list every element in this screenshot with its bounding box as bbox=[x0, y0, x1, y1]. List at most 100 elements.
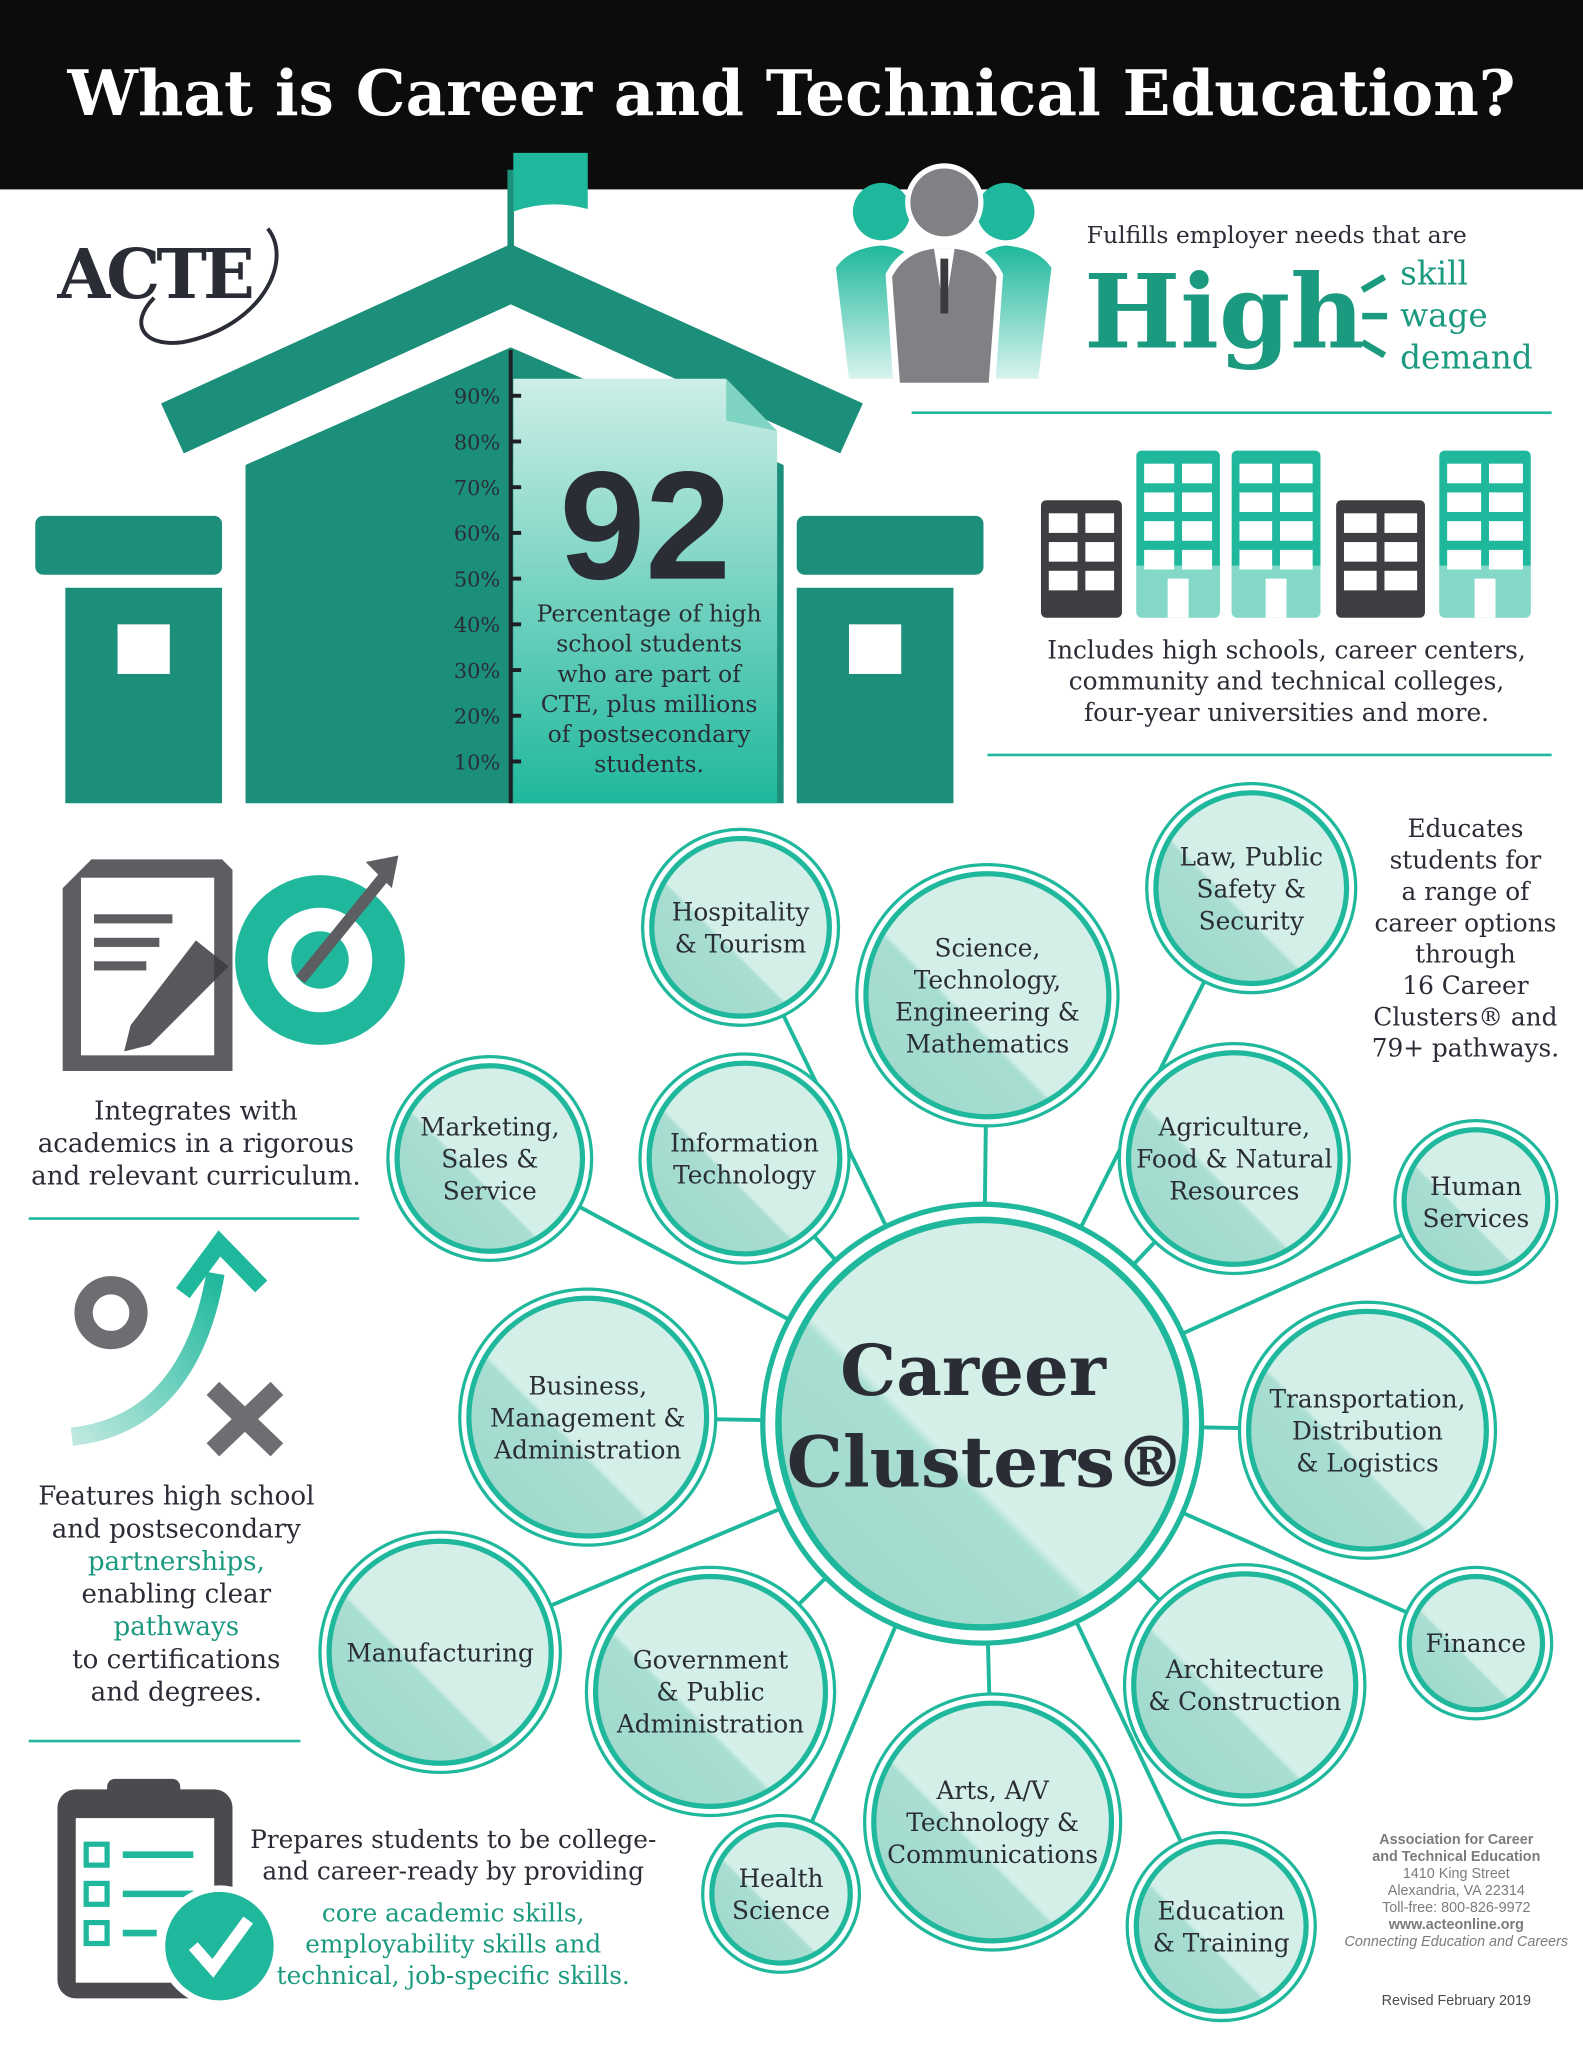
educates-line: 16 Career bbox=[1402, 971, 1528, 1000]
building-icon bbox=[1231, 450, 1321, 618]
employer-intro: Fulfills employer needs that are bbox=[1087, 221, 1467, 249]
quality-skill: skill bbox=[1400, 255, 1468, 293]
hub-title-line1: Career bbox=[840, 1329, 1107, 1412]
cluster-label: Government bbox=[633, 1646, 788, 1675]
partnerships-line: partnerships, bbox=[88, 1547, 265, 1577]
cluster-finance: Finance bbox=[1398, 1565, 1554, 1721]
cluster-label: Sales & bbox=[441, 1145, 538, 1174]
building-icon bbox=[1336, 500, 1425, 618]
header: What is Career and Technical Education? bbox=[0, 0, 1583, 190]
ruler-label: 70% bbox=[454, 476, 500, 500]
partnerships-line: Features high school bbox=[38, 1482, 314, 1512]
revised-date: Revised February 2019 bbox=[1382, 1993, 1531, 2009]
stat-caption-line: of postsecondary bbox=[548, 720, 752, 748]
cluster-label: Marketing, bbox=[420, 1113, 559, 1142]
partnerships-line: to certifications bbox=[72, 1645, 280, 1675]
cluster-label: Hospitality bbox=[672, 897, 810, 926]
org-name: and Technical Education bbox=[1372, 1849, 1540, 1865]
cluster-label: Food & Natural bbox=[1136, 1145, 1332, 1174]
quality-demand: demand bbox=[1400, 338, 1533, 376]
ruler-label: 40% bbox=[454, 613, 500, 637]
institutions-text: Includes high schools, career centers, co… bbox=[1047, 635, 1525, 727]
cluster-label: Service bbox=[443, 1177, 537, 1206]
partnerships-line: enabling clear bbox=[82, 1580, 272, 1610]
cluster-label: & Training bbox=[1153, 1929, 1290, 1958]
address-line: Toll-free: 800-826-9972 bbox=[1382, 1900, 1530, 1916]
educates-line: a range of bbox=[1402, 877, 1532, 906]
ruler-label: 80% bbox=[454, 430, 500, 454]
ruler-label: 10% bbox=[454, 750, 500, 774]
educates-line: Clusters® and bbox=[1373, 1002, 1557, 1031]
cluster-hospitality-tourism: Hospitality & Tourism bbox=[640, 827, 841, 1027]
cluster-label: & Construction bbox=[1148, 1687, 1341, 1716]
college-ready-line: Prepares students to be college- bbox=[250, 1825, 656, 1854]
cluster-label: Finance bbox=[1426, 1629, 1526, 1658]
tagline: Connecting Education and Careers bbox=[1345, 1934, 1569, 1950]
cluster-label: & Logistics bbox=[1296, 1448, 1438, 1477]
educates-line: Educates bbox=[1407, 814, 1523, 843]
cluster-label: Manufacturing bbox=[346, 1638, 534, 1667]
ruler-label: 20% bbox=[454, 705, 500, 729]
college-ready-skill: employability skills and bbox=[305, 1930, 601, 1959]
cluster-label: Engineering & bbox=[895, 997, 1080, 1026]
website-link[interactable]: www.acteonline.org bbox=[1388, 1917, 1524, 1933]
org-name: Association for Career bbox=[1379, 1832, 1533, 1848]
cluster-label: Health bbox=[739, 1864, 824, 1893]
cluster-label: Communications bbox=[887, 1840, 1098, 1869]
college-ready-line: and career-ready by providing bbox=[262, 1856, 644, 1885]
building-icon bbox=[1136, 450, 1220, 618]
ruler-label: 60% bbox=[454, 522, 500, 546]
cluster-label: Distribution bbox=[1292, 1416, 1443, 1445]
partnerships-line: and degrees. bbox=[91, 1678, 262, 1708]
window-icon bbox=[117, 624, 170, 674]
employer-icon bbox=[835, 163, 1052, 386]
address-line: 1410 King Street bbox=[1403, 1866, 1510, 1882]
cluster-label: Safety & bbox=[1196, 874, 1306, 903]
institutions-line: community and technical colleges, bbox=[1069, 667, 1504, 696]
cluster-education-training: Education& Training bbox=[1125, 1830, 1317, 2023]
dash-icons bbox=[1360, 274, 1388, 359]
partnerships-line: and postsecondary bbox=[52, 1514, 301, 1544]
cluster-label: Mathematics bbox=[906, 1029, 1070, 1058]
building-icon bbox=[1439, 450, 1531, 618]
quality-wage: wage bbox=[1400, 297, 1488, 335]
stat-caption-line: school students bbox=[556, 630, 742, 658]
institutions-line: four-year universities and more. bbox=[1084, 698, 1489, 727]
logo-text: ACTE bbox=[56, 235, 252, 315]
cluster-label: Technology bbox=[673, 1161, 816, 1190]
acte-logo: ACTE bbox=[56, 227, 279, 345]
school-house-icon: 90%80%70%60%50%40%30%20%10% 92 Percentag… bbox=[35, 152, 984, 804]
ruler-label: 50% bbox=[454, 567, 500, 591]
cluster-label: & Tourism bbox=[675, 929, 806, 958]
cluster-manufacturing: Manufacturing bbox=[318, 1530, 562, 1775]
stat-caption-line: who are part of bbox=[557, 660, 743, 688]
cluster-architecture-construction: Architecture & Construction bbox=[1122, 1563, 1367, 1807]
curriculum-line: and relevant curriculum. bbox=[31, 1162, 360, 1192]
curriculum-line: Integrates with bbox=[94, 1096, 298, 1126]
cluster-label: Resources bbox=[1169, 1177, 1299, 1206]
cluster-label: Administration bbox=[493, 1435, 681, 1464]
cluster-label: Business, bbox=[528, 1371, 647, 1400]
partnerships-line: pathways bbox=[113, 1612, 239, 1642]
institutions-line: Includes high schools, career centers, bbox=[1047, 635, 1525, 664]
document-target-icon bbox=[62, 855, 405, 1072]
curriculum-line: academics in a rigorous bbox=[38, 1129, 354, 1159]
educates-line: students for bbox=[1390, 846, 1542, 875]
cluster-label: Architecture bbox=[1164, 1655, 1324, 1684]
feature-college-ready: Prepares students to be college-and care… bbox=[250, 1825, 656, 1990]
cluster-label: Services bbox=[1423, 1204, 1530, 1233]
header-background bbox=[0, 0, 1583, 190]
building-icon bbox=[1040, 500, 1122, 618]
cluster-label: Arts, A/V bbox=[935, 1776, 1049, 1805]
window-icon bbox=[848, 624, 902, 674]
stat-caption-line: CTE, plus millions bbox=[541, 690, 758, 718]
ruler-label: 30% bbox=[454, 659, 500, 683]
